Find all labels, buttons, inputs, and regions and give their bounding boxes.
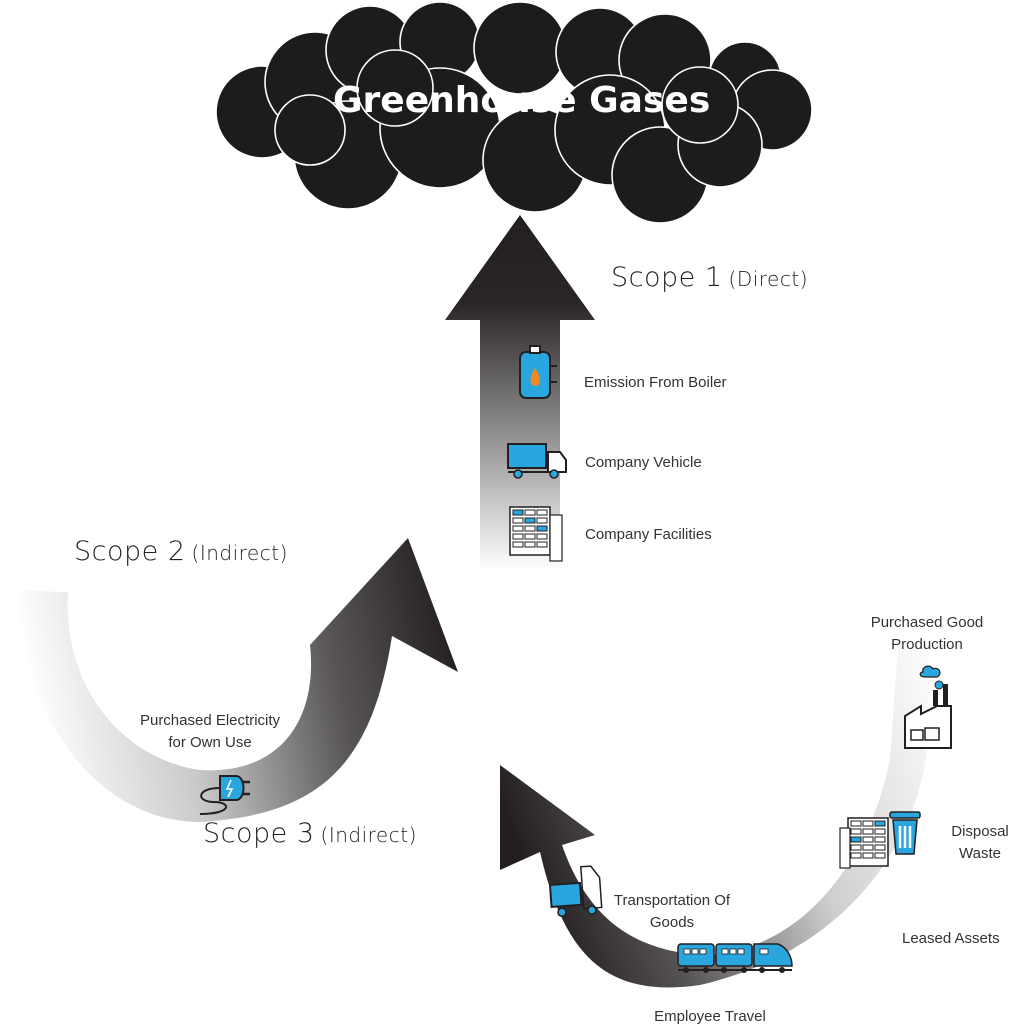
disposal-waste-label: Disposal Waste <box>940 821 1020 865</box>
scope3-title: Scope 3(Indirect) <box>203 818 417 849</box>
company-vehicle-label: Company Vehicle <box>585 454 702 471</box>
transportation-line1: Transportation Of <box>613 892 731 909</box>
scope2-name: Scope 2 <box>74 536 186 567</box>
trash-icon <box>889 811 921 855</box>
purchased-electricity-label: Purchased Electricity for Own Use <box>110 710 310 754</box>
disposal-waste-line2: Waste <box>959 845 1001 862</box>
purchased-good-line1: Purchased Good <box>870 614 984 631</box>
transportation-of-goods-label: Transportation Of Goods <box>592 890 752 934</box>
scope3-qualifier: (Indirect) <box>320 823 417 847</box>
company-facilities-label: Company Facilities <box>585 526 712 543</box>
scope2-arrow <box>20 538 458 822</box>
scope1-title: Scope 1(Direct) <box>611 262 808 293</box>
plug-icon <box>199 775 250 815</box>
scope3-arrow <box>500 648 930 988</box>
boiler-icon <box>519 345 557 399</box>
transportation-line2: Goods <box>649 914 695 931</box>
diagram-title: Greenhouse Gases <box>333 80 711 121</box>
train-icon <box>677 943 793 973</box>
truck-icon <box>507 443 567 479</box>
scope3-name: Scope 3 <box>203 818 315 849</box>
scope2-title: Scope 2(Indirect) <box>74 536 288 567</box>
building-icon <box>839 817 889 869</box>
scope1-name: Scope 1 <box>611 262 723 293</box>
greenhouse-gas-cloud <box>215 1 813 224</box>
purchased-electricity-line2: for Own Use <box>168 734 252 751</box>
disposal-waste-line1: Disposal <box>951 823 1009 840</box>
purchased-electricity-line1: Purchased Electricity <box>139 712 281 729</box>
emission-from-boiler-label: Emission From Boiler <box>584 374 727 391</box>
purchased-good-line2: Production <box>891 636 963 653</box>
scope1-qualifier: (Direct) <box>728 267 809 291</box>
employee-travel-label: Employee Travel <box>654 1008 766 1025</box>
scope2-qualifier: (Indirect) <box>191 541 288 565</box>
building-icon <box>509 506 563 562</box>
truck-icon <box>548 865 603 917</box>
leased-assets-label: Leased Assets <box>902 930 1000 947</box>
factory-icon <box>904 665 952 749</box>
purchased-good-production-label: Purchased Good Production <box>848 612 1006 656</box>
